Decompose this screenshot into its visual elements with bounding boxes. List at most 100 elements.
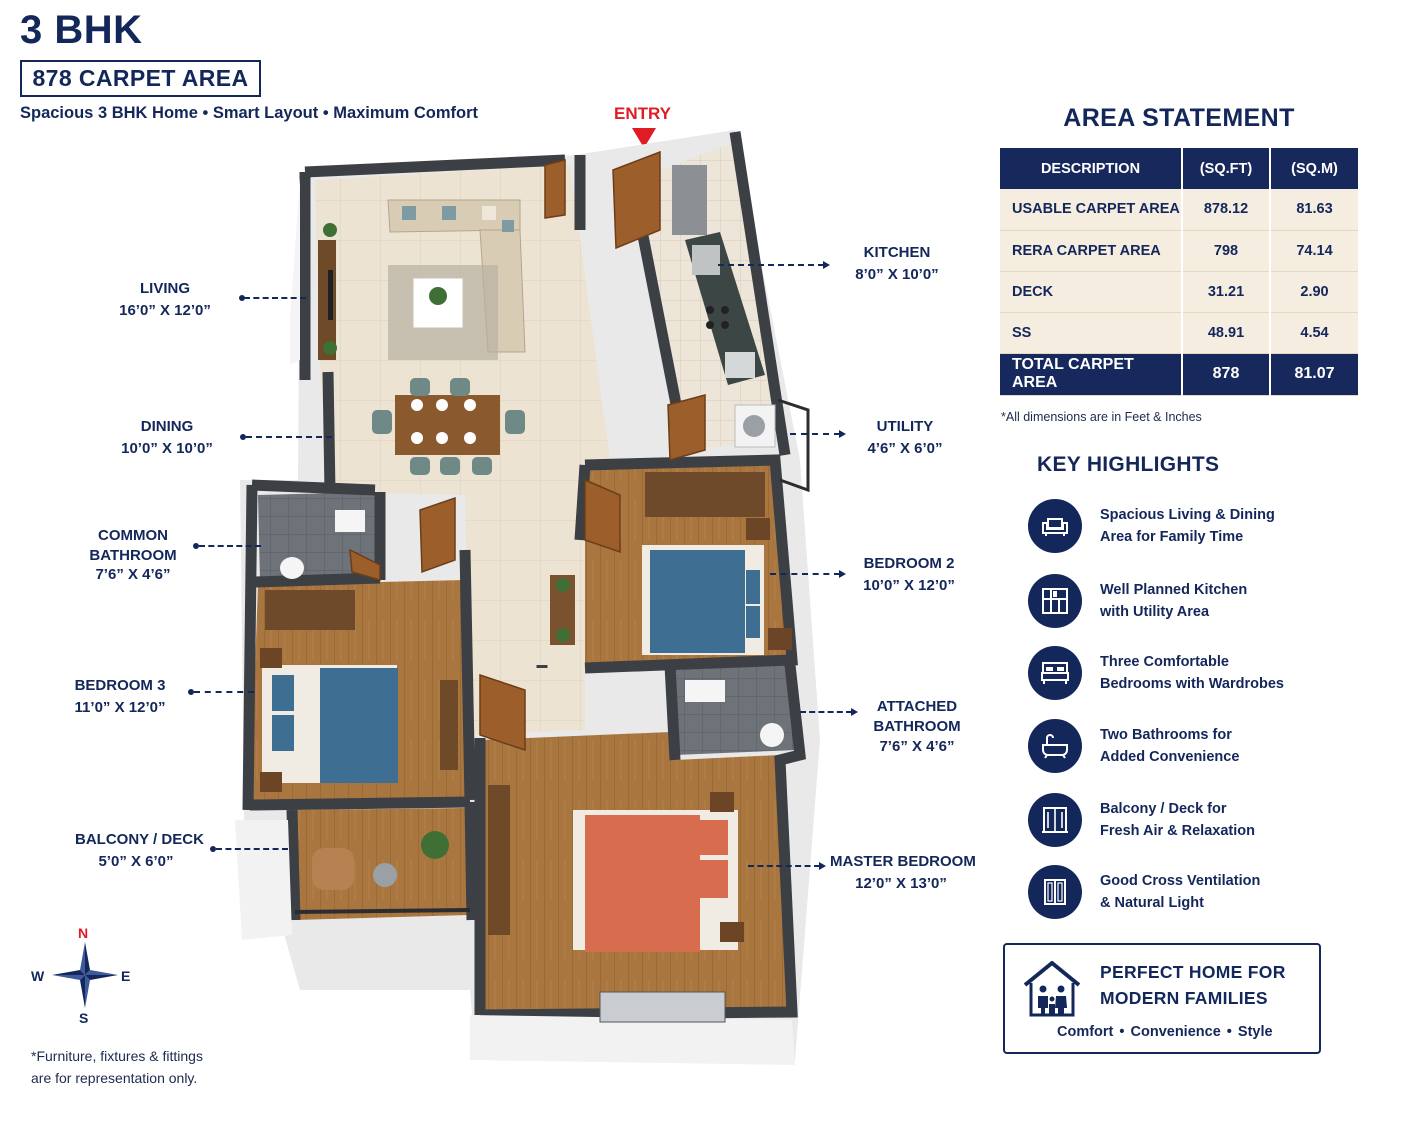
highlight-line-2: Area for Family Time	[1100, 529, 1244, 545]
common-bathroom-leader	[199, 545, 261, 547]
bedroom-2-leader	[770, 573, 840, 575]
table-row: USABLE CARPET AREA 878.12 81.63	[1000, 189, 1358, 231]
dining-leader	[246, 436, 332, 438]
balcony-leader-dot	[210, 846, 216, 852]
utility-dim: 4’6” X 6’0”	[867, 440, 943, 457]
table-row: RERA CARPET AREA 798 74.14	[1000, 230, 1358, 272]
dining-dim: 10’0” X 10’0”	[121, 440, 213, 457]
highlight-line-1: Balcony / Deck for	[1100, 801, 1227, 817]
area-cell: USABLE CARPET AREA	[1000, 189, 1183, 231]
total-sqft: 878	[1182, 353, 1271, 396]
common-bathroom-name-2: BATHROOM	[89, 546, 177, 564]
living-label: LIVING 16’0” X 12’0”	[113, 278, 217, 322]
compass-south: S	[79, 1010, 89, 1026]
family-house-icon	[1023, 961, 1081, 1017]
highlight-line-2: Added Convenience	[1100, 749, 1240, 765]
page-title: 3 BHK	[20, 8, 143, 52]
sofa-icon	[1028, 499, 1082, 553]
area-cell: 48.91	[1182, 312, 1271, 354]
common-bathroom-dim: 7’6” X 4’6”	[95, 566, 171, 583]
highlight-item: Two Bathrooms for Added Convenience	[1028, 719, 1328, 775]
area-cell: RERA CARPET AREA	[1000, 230, 1183, 272]
highlight-line-1: Two Bathrooms for	[1100, 727, 1232, 743]
bedroom-3-name: BEDROOM 3	[74, 677, 166, 694]
bedroom-3-leader-dot	[188, 689, 194, 695]
dimensions-note: *All dimensions are in Feet & Inches	[1001, 410, 1202, 424]
highlight-line-1: Well Planned Kitchen	[1100, 582, 1248, 598]
perfect-home-line-1: PERFECT HOME FOR	[1100, 962, 1286, 982]
highlight-item: Well Planned Kitchen with Utility Area	[1028, 574, 1328, 630]
area-statement-title: AREA STATEMENT	[1063, 104, 1295, 132]
total-sqm: 81.07	[1270, 353, 1358, 396]
highlight-line-2: & Natural Light	[1100, 895, 1204, 911]
table-row: SS 48.91 4.54	[1000, 312, 1358, 354]
area-cell: DECK	[1000, 271, 1183, 313]
living-name: LIVING	[139, 280, 190, 297]
bedroom-3-label: BEDROOM 3 11’0” X 12’0”	[68, 675, 172, 719]
master-bedroom-dim: 12’0” X 13’0”	[855, 875, 947, 892]
highlight-item: Spacious Living & Dining Area for Family…	[1028, 499, 1328, 555]
perfect-home-tags: Comfort • Convenience • Style	[1057, 1024, 1273, 1040]
compass-west: W	[31, 968, 45, 984]
bathtub-icon	[1028, 719, 1082, 773]
bedroom-2-leader-arrow-icon	[839, 570, 846, 578]
furniture-footnote: *Furniture, fixtures & fittings are for …	[31, 1045, 203, 1089]
utility-leader-arrow-icon	[839, 430, 846, 438]
dining-leader-dot	[240, 434, 246, 440]
attached-bathroom-leader-arrow-icon	[851, 708, 858, 716]
tagline: Spacious 3 BHK Home • Smart Layout • Max…	[20, 104, 479, 122]
area-cell: 2.90	[1270, 271, 1358, 313]
bedroom-2-dim: 10’0” X 12’0”	[863, 577, 955, 594]
kitchen-leader-arrow-icon	[823, 261, 830, 269]
attached-bathroom-leader	[800, 711, 852, 713]
common-bathroom-leader-dot	[193, 543, 199, 549]
highlight-item: Balcony / Deck for Fresh Air & Relaxatio…	[1028, 793, 1328, 849]
area-cell: 878.12	[1182, 189, 1271, 231]
highlight-line-1: Spacious Living & Dining	[1100, 507, 1275, 523]
utility-leader	[790, 433, 840, 435]
master-bedroom-label: MASTER BEDROOM 12’0” X 13’0”	[830, 851, 976, 895]
common-bathroom-name-1: COMMON	[98, 527, 168, 544]
kitchen-label: KITCHEN 8’0” X 10’0”	[846, 242, 948, 286]
key-highlights-title: KEY HIGHLIGHTS	[1037, 453, 1220, 476]
attached-bathroom-label: ATTACHED BATHROOM 7’6” X 4’6”	[872, 697, 962, 757]
living-dim: 16’0” X 12’0”	[119, 302, 211, 319]
kitchen-cabinet-icon	[1028, 574, 1082, 628]
total-row: TOTAL CARPET AREA 878 81.07	[1000, 353, 1358, 396]
bed-icon	[1028, 646, 1082, 700]
footnote-line-1: *Furniture, fixtures & fittings	[31, 1048, 203, 1064]
balcony-door-icon	[1028, 793, 1082, 847]
perfect-home-box: PERFECT HOME FOR MODERN FAMILIES Comfort…	[1003, 943, 1321, 1054]
highlight-line-1: Three Comfortable	[1100, 654, 1229, 670]
floor-plan-illustration	[235, 130, 820, 1065]
window-icon	[1028, 865, 1082, 919]
area-cell: 798	[1182, 230, 1271, 272]
total-label: TOTAL CARPET AREA	[1000, 353, 1183, 396]
bedroom-3-dim: 11’0” X 12’0”	[74, 699, 166, 716]
bedroom-2-label: BEDROOM 2 10’0” X 12’0”	[858, 553, 960, 597]
master-bedroom-name: MASTER BEDROOM	[830, 853, 976, 870]
highlight-item: Three Comfortable Bedrooms with Wardrobe…	[1028, 646, 1328, 702]
kitchen-name: KITCHEN	[863, 244, 931, 261]
entry-label: ENTRY	[614, 104, 671, 123]
highlight-line-2: Bedrooms with Wardrobes	[1100, 676, 1284, 692]
area-table-header-row: DESCRIPTION (SQ.FT) (SQ.M)	[1000, 148, 1358, 189]
area-cell: 31.21	[1182, 271, 1271, 313]
highlight-line-2: with Utility Area	[1100, 604, 1210, 620]
bedroom-3-leader	[194, 691, 254, 693]
area-cell: 4.54	[1270, 312, 1358, 354]
living-leader-dot	[239, 295, 245, 301]
kitchen-dim: 8’0” X 10’0”	[855, 266, 939, 283]
area-header-sqm: (SQ.M)	[1270, 148, 1358, 189]
bedroom-2-name: BEDROOM 2	[863, 555, 955, 572]
attached-bathroom-dim: 7’6” X 4’6”	[879, 738, 955, 755]
entry-arrow-icon	[632, 128, 656, 148]
perfect-home-line-2: MODERN FAMILIES	[1100, 988, 1268, 1008]
dining-name: DINING	[140, 418, 194, 435]
area-cell: 81.63	[1270, 189, 1358, 231]
utility-name: UTILITY	[876, 418, 934, 435]
dining-label: DINING 10’0” X 10’0”	[113, 416, 221, 460]
common-bathroom-label: COMMON BATHROOM 7’6” X 4’6”	[86, 526, 180, 585]
balcony-dim: 5’0” X 6’0”	[98, 853, 174, 870]
compass-north: N	[78, 925, 89, 941]
